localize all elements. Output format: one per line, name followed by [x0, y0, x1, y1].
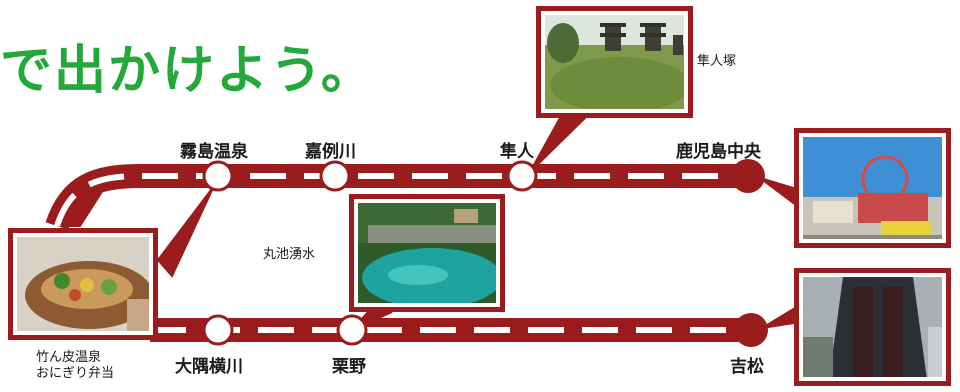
- yoshimatsu-photo: [794, 268, 951, 386]
- station-kurino-marker: [336, 314, 368, 346]
- maruike-caption: 丸池湧水: [263, 247, 316, 262]
- bento-caption-line1: 竹ん皮温泉: [36, 350, 102, 365]
- hayato-zuka-caption: 隼人塚: [697, 54, 737, 69]
- station-osumi-yokogawa-marker: [202, 314, 234, 346]
- maruike-image: [358, 203, 496, 303]
- kagoshima-chuo-image: [803, 137, 942, 239]
- pointer-hayato-zuka: [529, 117, 588, 173]
- bento-photo: [8, 228, 158, 340]
- station-kareigawa-label: 嘉例川: [305, 142, 356, 162]
- kagoshima-chuo-photo: [794, 128, 951, 248]
- station-kagoshima-chuo-label: 鹿児島中央: [676, 142, 761, 162]
- station-kagoshima-chuo-marker: [731, 159, 765, 193]
- station-kirishima-onsen-marker: [202, 160, 234, 192]
- bento-caption-line2: おにぎり弁当: [36, 366, 115, 381]
- pointer-kirishima: [156, 185, 215, 278]
- station-kareigawa-marker: [319, 160, 351, 192]
- upper-track: [45, 164, 755, 231]
- station-yoshimatsu-label: 吉松: [730, 357, 764, 377]
- station-kirishima-onsen-label: 霧島温泉: [180, 142, 248, 162]
- hayato-zuka-image: [545, 15, 684, 109]
- page-heading: で出かけよう。: [0, 41, 375, 101]
- station-hayato-label: 隼人: [500, 142, 534, 162]
- station-yoshimatsu-marker: [734, 313, 768, 347]
- station-kurino-label: 栗野: [332, 357, 366, 377]
- bento-image: [17, 237, 149, 331]
- station-hayato-marker: [506, 160, 538, 192]
- hayato-zuka-photo: [536, 6, 693, 118]
- yoshimatsu-image: [803, 277, 942, 377]
- maruike-photo: [349, 194, 505, 312]
- station-osumi-yokogawa-label: 大隅横川: [175, 357, 243, 377]
